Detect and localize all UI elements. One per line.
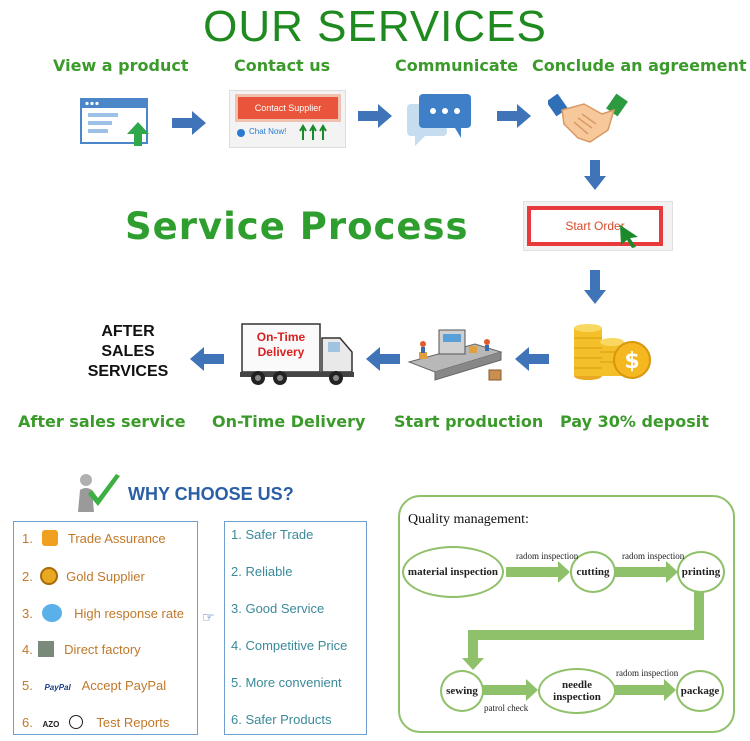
benefits-list-box: 1. Safer Trade 2. Reliable 3. Good Servi…	[224, 521, 367, 735]
page-title: OUR SERVICES	[203, 2, 547, 51]
svg-text:$: $	[624, 349, 639, 374]
benefit-item: 1. Safer Trade	[231, 527, 314, 542]
production-line-icon	[405, 322, 505, 388]
reason-number: 6.	[22, 715, 33, 730]
qm-edge-label: patrol check	[484, 703, 529, 713]
reason-number: 4.	[22, 642, 33, 657]
azo-logo: AZO	[42, 720, 60, 729]
arrow-right-icon	[358, 104, 392, 128]
reason-number: 1.	[22, 531, 33, 546]
qm-node-printing: printing	[677, 551, 725, 593]
benefit-item: 5. More convenient	[231, 675, 342, 690]
handshake-icon	[546, 92, 628, 148]
qm-edge-label: radom inspection	[616, 668, 679, 678]
benefit-item: 3. Good Service	[231, 601, 325, 616]
reason-label: Trade Assurance	[67, 531, 166, 546]
reasons-list-box: 1. Trade Assurance 2. Gold Supplier 3. H…	[13, 521, 198, 735]
qm-node-sewing: sewing	[440, 670, 484, 712]
green-pointer-icon	[299, 124, 327, 140]
trade-assurance-shield-icon	[42, 530, 59, 546]
reason-item: 1. Trade Assurance	[22, 530, 166, 546]
cursor-arrow-icon	[620, 225, 638, 248]
qm-node-material-inspection: material inspection	[402, 546, 504, 598]
test-seal-icon	[68, 715, 83, 729]
quality-management-title: Quality management:	[408, 512, 529, 527]
reason-item: 6. AZO Test Reports	[22, 715, 169, 730]
arrow-down-icon	[584, 160, 606, 190]
contact-supplier-graphic: Contact Supplier Chat Now!	[229, 90, 346, 148]
benefit-item: 2. Reliable	[231, 564, 293, 579]
step-label-on-time-delivery: On-Time Delivery	[212, 412, 366, 431]
chat-bubbles-icon	[405, 92, 475, 148]
step-label-view-product: View a product	[53, 56, 189, 75]
benefit-item: 6. Safer Products	[231, 712, 332, 727]
reason-label: Accept PayPal	[81, 678, 167, 693]
coins-dollar-icon: $	[570, 318, 654, 382]
reason-label: Direct factory	[64, 642, 141, 657]
truck-side-text: On-Time Delivery	[242, 330, 320, 360]
qm-node-needle-inspection: needle inspection	[538, 668, 616, 714]
step-label-after-sales-service: After sales service	[18, 412, 186, 431]
quality-flow-arrows	[462, 561, 704, 701]
response-bubble-icon	[42, 604, 63, 622]
start-order-label: Start Order	[565, 219, 625, 233]
arrow-left-icon	[515, 347, 549, 371]
reason-item: 2. Gold Supplier	[22, 567, 145, 585]
qm-edge-label: radom inspection	[516, 551, 579, 561]
reason-item: 4. Direct factory	[22, 641, 141, 657]
chat-now-label: Chat Now!	[249, 127, 287, 136]
contact-supplier-button-label: Contact Supplier	[254, 103, 322, 113]
after-sales-line: SALES	[101, 343, 155, 360]
qm-edge-label: radom inspection	[622, 551, 685, 561]
step-label-pay-deposit: Pay 30% deposit	[560, 412, 709, 431]
step-label-contact-us: Contact us	[234, 56, 331, 75]
arrow-left-icon	[190, 347, 224, 371]
truck-text-line: Delivery	[257, 345, 305, 359]
step-label-start-production: Start production	[394, 412, 544, 431]
reason-label: High response rate	[74, 606, 184, 621]
arrow-left-icon	[366, 347, 400, 371]
reason-number: 3.	[22, 606, 33, 621]
service-process-heading: Service Process	[125, 205, 469, 248]
qm-node-cutting: cutting	[570, 551, 616, 593]
step-label-conclude-agreement: Conclude an agreement	[532, 56, 747, 75]
paypal-logo: PayPal	[44, 683, 71, 692]
step-label-communicate: Communicate	[395, 56, 519, 75]
delivery-truck-icon: On-Time Delivery	[240, 322, 355, 386]
reason-item: 5. PayPal Accept PayPal	[22, 678, 166, 693]
start-order-graphic: Start Order	[523, 201, 675, 253]
reason-number: 2.	[22, 569, 33, 584]
chat-bubble-icon	[237, 129, 245, 137]
arrow-down-icon	[584, 270, 606, 304]
gold-medal-icon	[40, 567, 59, 585]
after-sales-services-block: AFTER SALES SERVICES	[68, 322, 188, 382]
reason-label: Test Reports	[96, 715, 170, 730]
person-checkmark-icon	[74, 472, 124, 514]
qm-node-package: package	[676, 670, 724, 712]
browser-window-icon	[80, 98, 152, 148]
after-sales-line: AFTER	[101, 323, 155, 340]
reason-label: Gold Supplier	[66, 569, 145, 584]
reason-item: 3. High response rate	[22, 604, 184, 622]
why-choose-us-heading: WHY CHOOSE US?	[128, 484, 294, 504]
pointing-hand-icon: ☞	[202, 610, 215, 626]
truck-text-line: On-Time	[256, 330, 306, 344]
benefit-item: 4. Competitive Price	[231, 638, 348, 653]
arrow-right-icon	[172, 111, 206, 135]
factory-building-icon	[38, 641, 55, 657]
reason-number: 5.	[22, 678, 33, 693]
arrow-right-icon	[497, 104, 531, 128]
after-sales-line: SERVICES	[87, 363, 169, 380]
